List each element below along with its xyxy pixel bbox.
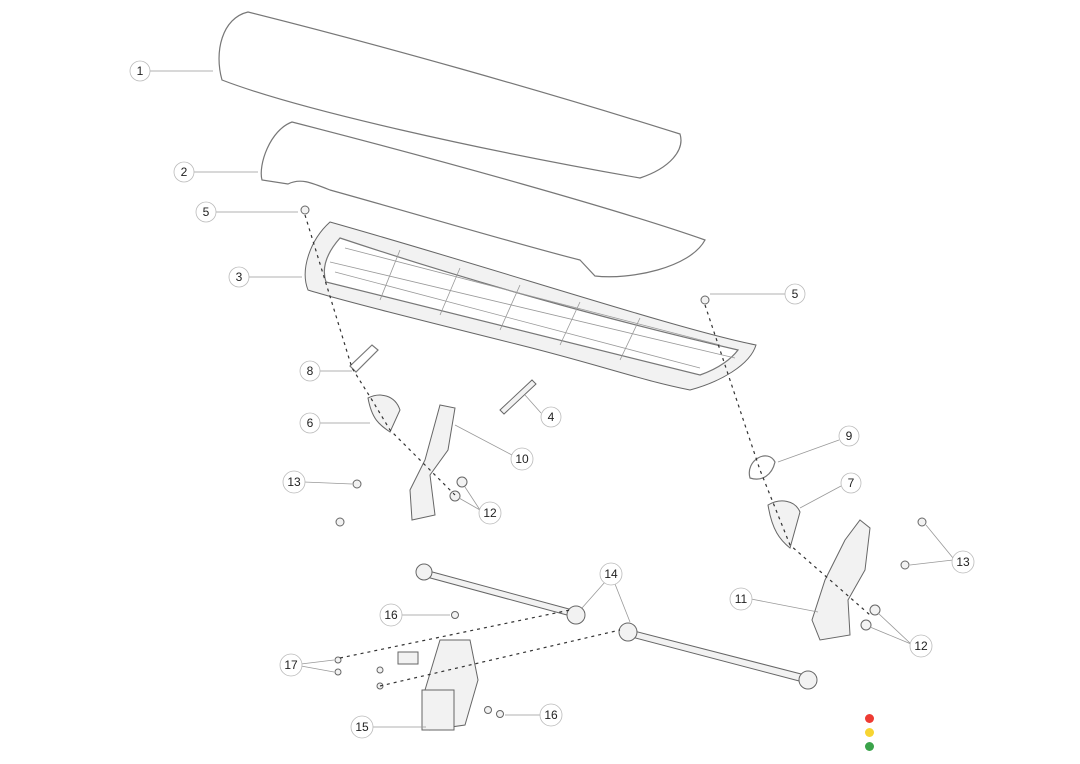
part-17-screw [334,656,342,664]
part-11-hinge [811,519,871,641]
callout-6[interactable]: 6 [299,412,321,434]
svg-text:16: 16 [544,708,558,722]
part-12-washer [456,476,468,488]
part-5-nut [700,295,710,305]
svg-text:3: 3 [236,270,243,284]
callout-15[interactable]: 15 [350,715,374,739]
callout-3[interactable]: 3 [228,266,250,288]
callout-9[interactable]: 9 [838,425,860,447]
part-16-screw [496,710,504,718]
svg-text:1: 1 [137,64,144,78]
svg-text:10: 10 [515,452,529,466]
callout-7[interactable]: 7 [840,472,862,494]
part-14-shaft-right [618,622,818,690]
callout-11[interactable]: 11 [729,587,753,611]
svg-text:15: 15 [355,720,369,734]
part-14-shaft-left [415,563,586,625]
part-9-clip [748,455,776,480]
callout-12[interactable]: 12 [909,634,933,658]
svg-text:13: 13 [956,555,970,569]
part-10-hinge [409,404,456,521]
part-16-screw [451,611,459,619]
svg-text:7: 7 [848,476,855,490]
callout-16[interactable]: 16 [539,703,563,727]
svg-text:11: 11 [735,592,748,606]
part-12-washer [869,604,881,616]
callout-16[interactable]: 16 [379,603,403,627]
svg-text:12: 12 [483,506,497,520]
part-13-bolt [917,517,927,527]
svg-text:5: 5 [203,205,210,219]
callout-5[interactable]: 5 [195,201,217,223]
part-12-washer [449,490,461,502]
callout-14[interactable]: 14 [599,562,623,586]
part-2-seal [260,121,706,278]
part-7-cover [767,500,801,549]
callout-8[interactable]: 8 [299,360,321,382]
part-13-bolt [335,517,345,527]
callout-1[interactable]: 1 [129,60,151,82]
part-13-bolt [352,479,362,489]
part-8-clip [349,344,379,373]
svg-text:9: 9 [846,429,853,443]
svg-text:16: 16 [384,608,398,622]
part-13-bolt [900,560,910,570]
svg-text:5: 5 [792,287,799,301]
part-6-cover [367,394,401,433]
part-17-screw [334,668,342,676]
part-3-frame [304,221,757,391]
status-dot-green [865,742,874,751]
part-4-strip [499,379,537,415]
callout-5[interactable]: 5 [784,283,806,305]
callout-12[interactable]: 12 [478,501,502,525]
svg-text:12: 12 [914,639,928,653]
svg-text:17: 17 [284,658,298,672]
part-5-nut [300,205,310,215]
svg-text:2: 2 [181,165,188,179]
part-1-outer-panel [218,11,682,179]
status-dot-red [865,714,874,723]
status-dot-yellow [865,728,874,737]
callout-4[interactable]: 4 [540,406,562,428]
svg-text:4: 4 [548,410,555,424]
part-16-screw [484,706,492,714]
svg-text:14: 14 [604,567,618,581]
callout-13[interactable]: 13 [951,550,975,574]
part-15-motor [397,639,479,731]
svg-text:13: 13 [287,475,301,489]
callout-17[interactable]: 17 [279,653,303,677]
callout-2[interactable]: 2 [173,161,195,183]
svg-text:8: 8 [307,364,314,378]
svg-text:6: 6 [307,416,314,430]
part-12-washer [860,619,872,631]
callout-10[interactable]: 10 [510,447,534,471]
callout-13[interactable]: 13 [282,470,306,494]
